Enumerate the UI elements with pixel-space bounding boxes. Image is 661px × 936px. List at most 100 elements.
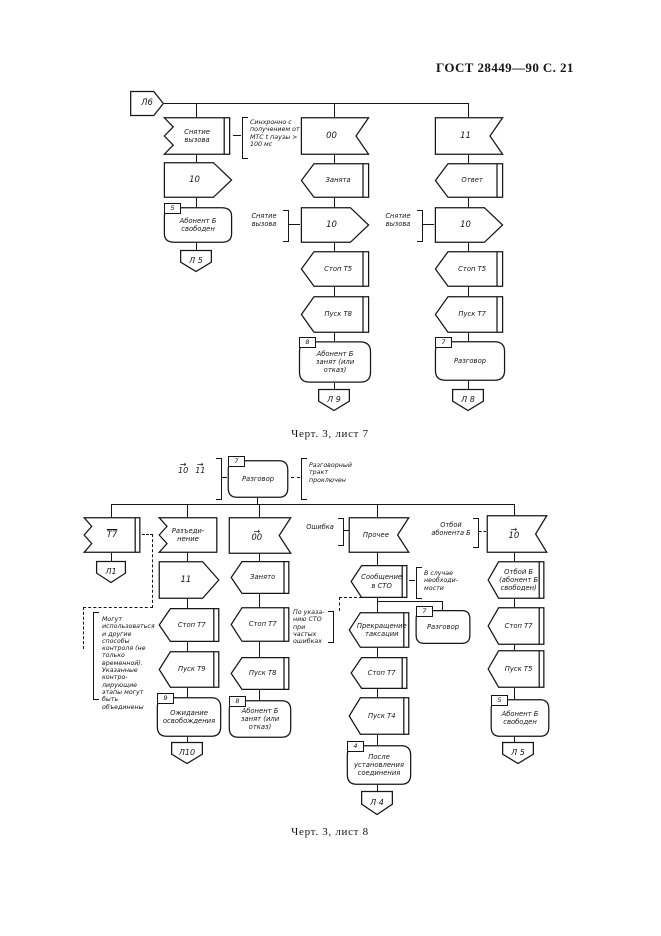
connector-label: Л 9	[327, 395, 341, 405]
connector-label: Л10	[178, 748, 196, 758]
node-label: Стоп Т7	[177, 620, 206, 629]
arrow-over-icon: →	[510, 525, 518, 535]
flow-line	[187, 553, 189, 561]
right-bracket	[328, 611, 334, 643]
s8c2-timer-stop: Стоп Т7	[158, 608, 220, 642]
left-bracket	[242, 117, 248, 159]
s8c4-exit-connector: Л 4	[361, 791, 393, 815]
s8c4-timer-start: Пуск Т4	[348, 697, 410, 735]
page-header: ГОСТ 28449—90 С. 21	[436, 60, 574, 75]
right-bracket	[338, 518, 344, 546]
node-label: Абонент Б занят (или отказ)	[315, 349, 355, 374]
connector-label: Л 4	[370, 798, 384, 808]
terminator-tag: 4	[347, 741, 364, 752]
s7b-timer-stop: Стоп Т5	[300, 251, 370, 287]
s7a-event-call-pickup: Снятие вызова	[163, 117, 231, 155]
s8c5-event-10: →10	[486, 515, 548, 553]
s7b-event-00: 00	[300, 117, 370, 155]
s7b-timer-start: Пуск Т8	[300, 296, 370, 333]
node-label: 11	[180, 574, 192, 585]
connector-label: Л 8	[461, 395, 475, 405]
note-connector-dashed	[142, 534, 153, 535]
node-label: После установления соединения	[354, 752, 404, 777]
node-label: 10	[460, 219, 471, 230]
arrow-over-icon: →	[179, 460, 187, 469]
flow-line	[468, 287, 470, 296]
flow-line	[377, 598, 379, 612]
flow-line	[514, 645, 516, 650]
flow-line	[334, 383, 336, 389]
s8c1-exit-connector: Л1	[96, 561, 126, 583]
ref-11: →11	[195, 461, 205, 475]
s7c-bracket-label: Снятие вызова	[385, 212, 411, 228]
node-label: Стоп Т7	[504, 621, 533, 630]
flow-line	[187, 688, 189, 697]
s7-entry-connector: Л6	[130, 91, 164, 116]
s8c4-timer-stop: Стоп Т7	[350, 657, 408, 689]
node-label: Пуск Т7	[458, 310, 486, 319]
flow-line	[468, 198, 470, 207]
connector-label: Л6	[141, 98, 153, 109]
flow-line	[196, 198, 198, 207]
flow-line	[259, 690, 261, 700]
s8c5-timer-stop: Стоп Т7	[487, 607, 545, 645]
note-connector	[344, 530, 349, 532]
flow-line	[196, 104, 198, 117]
event-code: 00	[251, 532, 263, 543]
s7a-exit-connector: Л 5	[180, 250, 212, 272]
s8-head-terminator-conversation: 7 Разговор	[227, 456, 289, 498]
node-label: Сообщение в СТО	[361, 573, 403, 590]
terminator-tag: 7	[416, 606, 433, 617]
flow-line	[187, 642, 189, 651]
flow-line	[196, 155, 198, 162]
flow-line	[377, 505, 379, 517]
note-connector	[423, 224, 434, 226]
s8c2-event-disconnect: Разъеди­нение	[158, 517, 218, 553]
s7b-signal-busy: Занята	[300, 163, 370, 198]
flow-line	[442, 601, 444, 610]
connector-label: Л 5	[189, 256, 203, 266]
s7c-event-11: 11	[434, 117, 504, 155]
flow-line	[514, 599, 516, 607]
s8c4-event-other: Прочее	[348, 517, 410, 553]
s8c4-terminator-conversation: 7 Разговор	[415, 606, 471, 644]
flow-line	[334, 155, 336, 163]
flow-line	[377, 689, 379, 697]
s8c4-terminator-after-connection: 4 После установления соединения	[346, 741, 412, 785]
left-bracket	[301, 458, 307, 500]
s8c5-terminator-subscriber-free: 5 Абонент Б свободен	[490, 695, 550, 737]
terminator-tag: 9	[157, 693, 174, 704]
s7c-signal-answer: Ответ	[434, 163, 504, 198]
flow-line	[196, 243, 198, 250]
note-connector-dashed	[479, 531, 486, 532]
s7c-exit-connector: Л 8	[452, 389, 484, 411]
flow-line	[334, 243, 336, 251]
flow-line	[334, 333, 336, 341]
node-label: Ответ	[461, 176, 483, 185]
flow-line	[259, 594, 261, 607]
node-label: 11	[460, 130, 471, 141]
s8c2-state-11: 11	[158, 561, 220, 599]
right-bracket	[473, 518, 479, 548]
node-label: →10	[508, 525, 525, 541]
flow-line	[187, 737, 189, 742]
node-label: Ожидание освобождения	[162, 708, 216, 725]
s8c2-terminator-wait-release: 9 Ожидание освобождения	[156, 693, 222, 737]
connector-label: Л1	[105, 567, 117, 577]
flow-line	[334, 104, 336, 117]
s7a-terminator-subscriber-free: 5 Абонент Б свободен	[163, 203, 233, 243]
s8c2-exit-connector: Л10	[171, 742, 203, 764]
s7a-sync-note: Синхронно с полу­чением от МТС t паузы >…	[250, 119, 300, 148]
terminator-tag: 7	[228, 456, 245, 467]
note-connector	[222, 477, 227, 479]
flow-line	[257, 498, 259, 504]
flow-line	[468, 333, 470, 341]
note-connector-dashed	[339, 597, 340, 611]
s7c-state-10: 10	[434, 207, 504, 243]
right-bracket	[283, 210, 289, 242]
s8c3-note: По указа­нию СТО при частых ошибках	[293, 609, 325, 646]
node-label: Пуск Т5	[504, 664, 533, 673]
flow-line	[111, 504, 515, 506]
node-label: Стоп Т5	[458, 264, 487, 273]
flow-line	[377, 648, 379, 657]
